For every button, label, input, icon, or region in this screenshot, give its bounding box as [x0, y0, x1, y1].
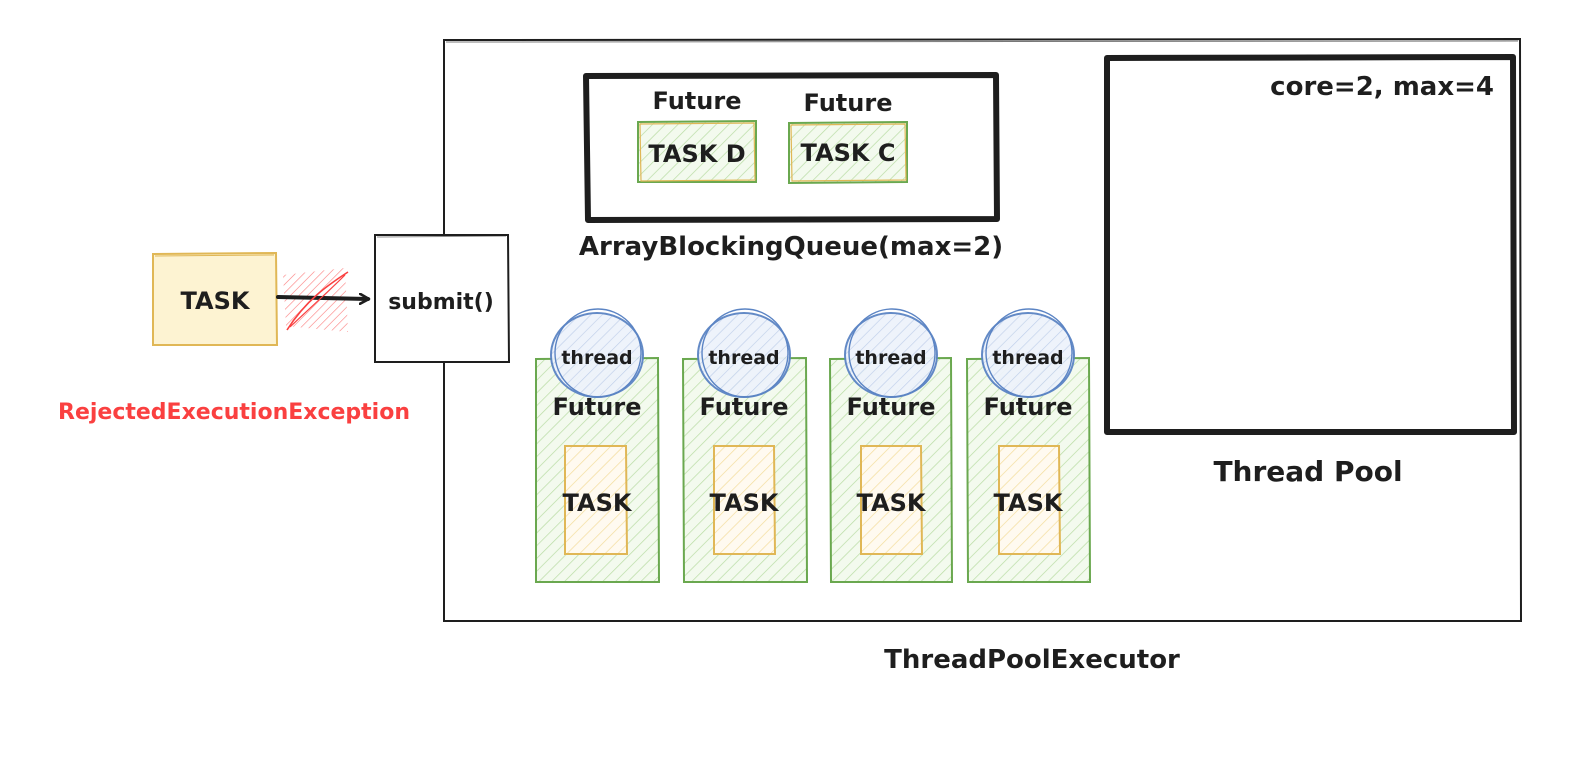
worker: thread Future TASK	[681, 308, 809, 583]
queue-task-label: TASK D	[648, 140, 745, 168]
worker-task-label: TASK	[994, 489, 1064, 517]
worker: thread Future TASK	[535, 308, 661, 583]
incoming-task: TASK	[152, 251, 279, 346]
worker-task-label: TASK	[710, 489, 780, 517]
worker-future-label: Future	[984, 393, 1073, 421]
exception-label: RejectedExecutionException	[58, 400, 410, 425]
worker-thread-label: thread	[855, 347, 926, 369]
rejected-arrow	[276, 268, 368, 332]
queue-item: Future TASK D	[637, 87, 757, 183]
worker-future-label: Future	[553, 393, 642, 421]
queue-future-label: Future	[653, 87, 742, 115]
submit-label: submit()	[388, 290, 494, 315]
queue-label: ArrayBlockingQueue(max=2)	[579, 232, 1003, 262]
submit-box: submit()	[374, 234, 511, 363]
thread-pool-box: core=2, max=4	[1104, 54, 1517, 435]
thread-pool-label: Thread Pool	[1213, 455, 1402, 488]
queue-task-label: TASK C	[801, 139, 896, 167]
worker-thread-label: thread	[992, 347, 1063, 369]
executor-box	[443, 37, 1523, 622]
worker-future-label: Future	[700, 393, 789, 421]
queue-item: Future TASK C	[788, 89, 908, 185]
queue-future-label: Future	[804, 89, 893, 117]
worker: thread Future TASK	[965, 308, 1092, 583]
worker: thread Future TASK	[828, 308, 954, 583]
executor-label: ThreadPoolExecutor	[884, 645, 1180, 675]
pool-config-label: core=2, max=4	[1270, 72, 1494, 102]
worker-future-label: Future	[847, 393, 936, 421]
worker-task-label: TASK	[857, 489, 927, 517]
worker-task-label: TASK	[563, 489, 633, 517]
worker-thread-label: thread	[708, 347, 779, 369]
incoming-task-label: TASK	[181, 287, 251, 315]
worker-thread-label: thread	[561, 347, 632, 369]
